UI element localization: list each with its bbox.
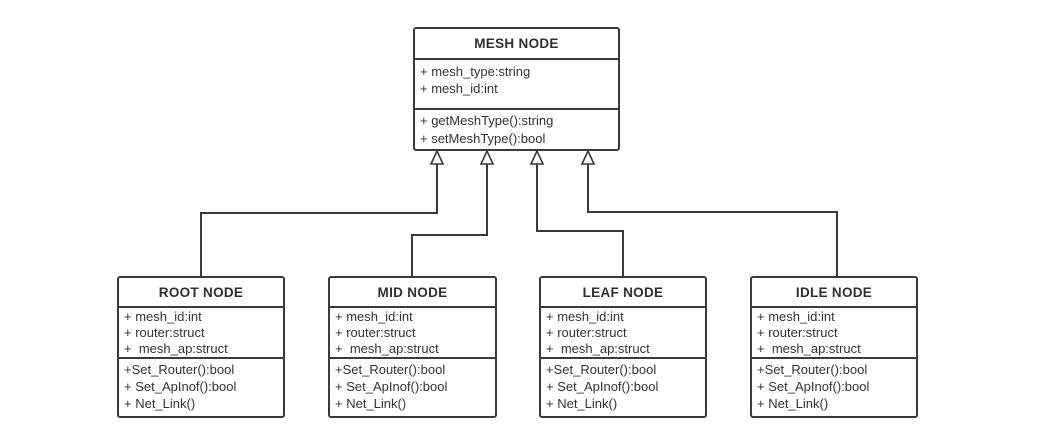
class-box-root-node: ROOT NODE + mesh_id:int + router:struct … <box>117 276 285 418</box>
class-box-idle-node: IDLE NODE + mesh_id:int + router:struct … <box>750 276 918 418</box>
methods-compartment: +Set_Router():bool + Set_ApInof():bool +… <box>119 359 283 416</box>
attributes-compartment: + mesh_id:int + router:struct + mesh_ap:… <box>752 308 916 359</box>
attribute-row: + mesh_id:int <box>757 309 835 324</box>
connector-mid-to-mesh <box>411 163 488 276</box>
connector-idle-to-mesh <box>587 163 838 276</box>
method-row: +Set_Router():bool <box>757 362 868 377</box>
attributes-compartment: + mesh_id:int + router:struct + mesh_ap:… <box>119 308 283 359</box>
class-box-mid-node: MID NODE + mesh_id:int + router:struct +… <box>328 276 497 418</box>
class-title: LEAF NODE <box>541 278 705 308</box>
method-row: + setMeshType():bool <box>420 131 546 146</box>
generalization-arrowhead-leaf-icon <box>529 149 545 165</box>
connector-root-to-mesh <box>200 163 438 276</box>
connector-leaf-to-mesh <box>536 163 624 276</box>
attribute-row: + mesh_ap:struct <box>757 341 861 356</box>
class-box-leaf-node: LEAF NODE + mesh_id:int + router:struct … <box>539 276 707 418</box>
generalization-arrowhead-mid-icon <box>479 149 495 165</box>
method-row: + Net_Link() <box>546 396 618 411</box>
attribute-row: + router:struct <box>124 325 205 340</box>
class-box-mesh-node: MESH NODE + mesh_type:string + mesh_id:i… <box>413 27 620 151</box>
method-row: + getMeshType():string <box>420 113 554 128</box>
method-row: +Set_Router():bool <box>124 362 235 377</box>
methods-compartment: +Set_Router():bool + Set_ApInof():bool +… <box>752 359 916 416</box>
class-title: MID NODE <box>330 278 495 308</box>
attributes-compartment: + mesh_id:int + router:struct + mesh_ap:… <box>330 308 495 359</box>
method-row: + Net_Link() <box>124 396 196 411</box>
attribute-row: + mesh_type:string <box>420 64 531 79</box>
method-row: + Net_Link() <box>335 396 407 411</box>
method-row: + Set_ApInof():bool <box>335 379 448 394</box>
methods-compartment: +Set_Router():bool + Set_ApInof():bool +… <box>330 359 495 416</box>
attribute-row: + mesh_ap:struct <box>335 341 439 356</box>
attribute-row: + router:struct <box>335 325 416 340</box>
method-row: + Set_ApInof():bool <box>546 379 659 394</box>
method-row: + Net_Link() <box>757 396 829 411</box>
attribute-row: + router:struct <box>546 325 627 340</box>
method-row: +Set_Router():bool <box>335 362 446 377</box>
method-row: + Set_ApInof():bool <box>757 379 870 394</box>
method-row: + Set_ApInof():bool <box>124 379 237 394</box>
attribute-row: + mesh_ap:struct <box>546 341 650 356</box>
class-title: MESH NODE <box>415 29 618 60</box>
method-row: +Set_Router():bool <box>546 362 657 377</box>
generalization-arrowhead-idle-icon <box>580 149 596 165</box>
attribute-row: + router:struct <box>757 325 838 340</box>
attributes-compartment: + mesh_type:string + mesh_id:int <box>415 60 618 110</box>
generalization-arrowhead-root-icon <box>429 149 445 165</box>
attributes-compartment: + mesh_id:int + router:struct + mesh_ap:… <box>541 308 705 359</box>
methods-compartment: +Set_Router():bool + Set_ApInof():bool +… <box>541 359 705 416</box>
methods-compartment: + getMeshType():string + setMeshType():b… <box>415 110 618 149</box>
attribute-row: + mesh_id:int <box>546 309 624 324</box>
attribute-row: + mesh_id:int <box>124 309 202 324</box>
attribute-row: + mesh_id:int <box>420 81 498 96</box>
class-title: ROOT NODE <box>119 278 283 308</box>
attribute-row: + mesh_id:int <box>335 309 413 324</box>
attribute-row: + mesh_ap:struct <box>124 341 228 356</box>
class-title: IDLE NODE <box>752 278 916 308</box>
